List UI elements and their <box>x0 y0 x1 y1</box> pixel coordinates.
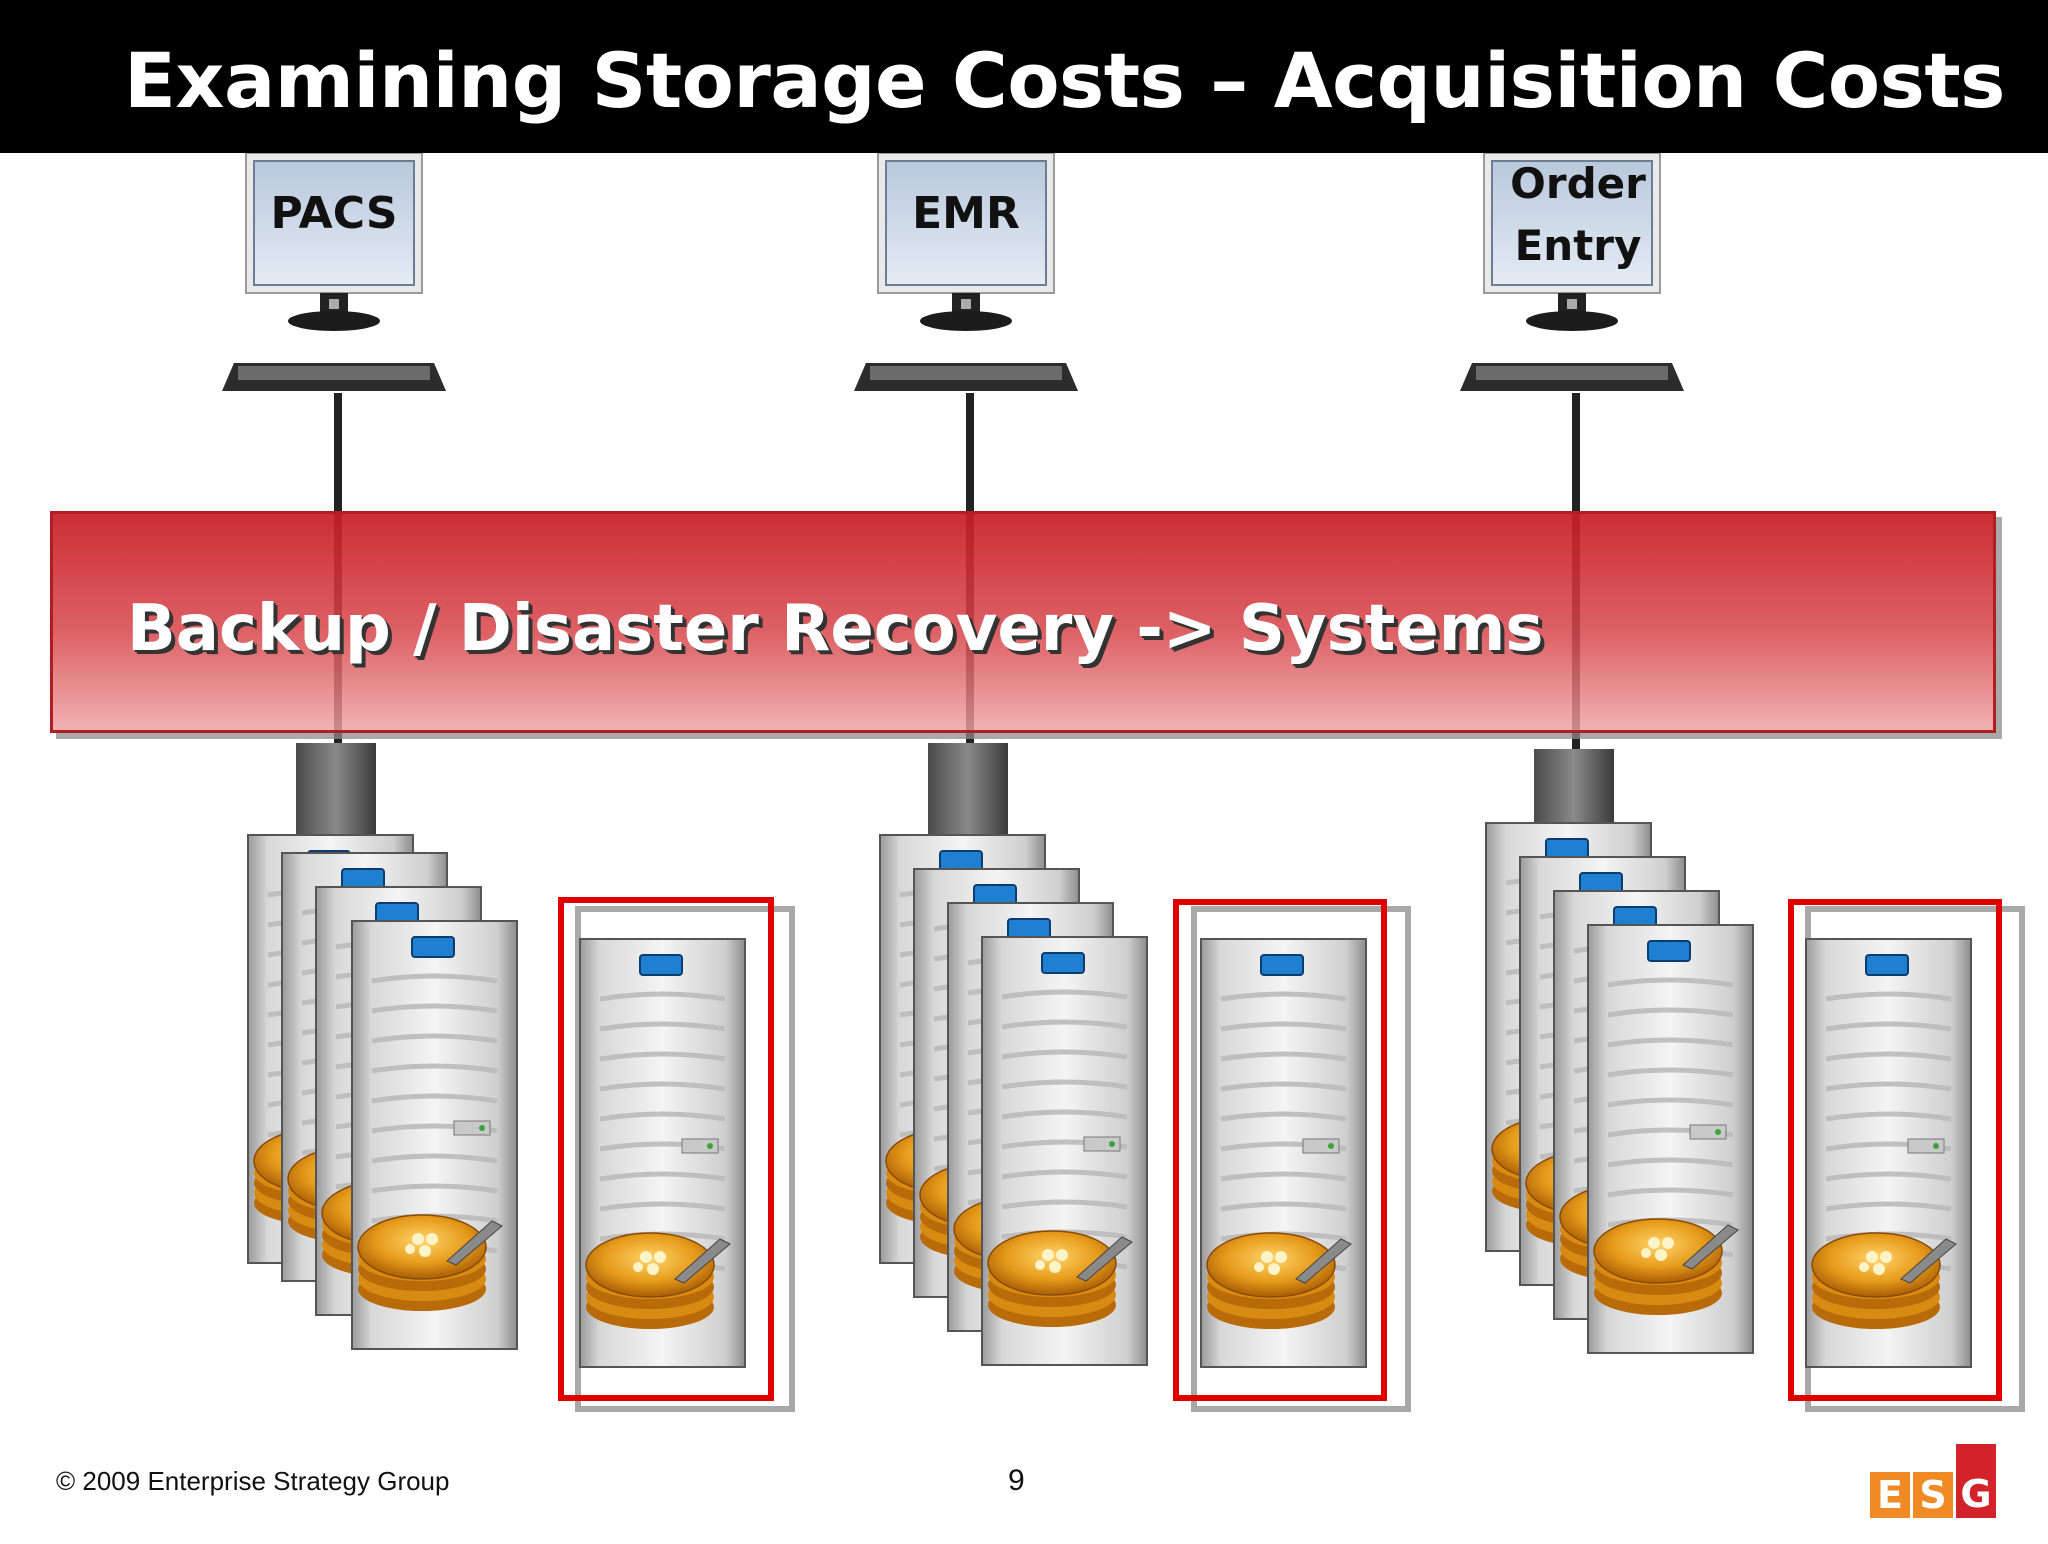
backup-storage-order-entry <box>1806 939 1971 1367</box>
primary-storage-4 <box>1588 925 1753 1353</box>
system-column-order-entry <box>1459 153 2025 1412</box>
diagram: PACS EMR Order Entry Backup / Disaster R… <box>0 153 2048 1453</box>
banner-text: Backup / Disaster Recovery -> Systems <box>127 592 1544 666</box>
backup-highlight-box <box>1173 899 1387 1401</box>
logo-letter-e: E <box>1870 1472 1910 1518</box>
system-column-emr <box>853 153 1411 1412</box>
backup-highlight-box <box>1788 899 2002 1401</box>
logo-letter-g: G <box>1956 1444 1996 1518</box>
title-bar: Examining Storage Costs – Acquisition Co… <box>0 0 2048 153</box>
diagram-graphics <box>221 153 2025 1412</box>
backup-storage-emr <box>1201 939 1366 1367</box>
backup-highlight-box <box>558 897 774 1401</box>
primary-storage-4 <box>982 937 1147 1365</box>
label-order-entry: Order Entry <box>1510 159 1646 270</box>
footer-copyright: © 2009 Enterprise Strategy Group <box>56 1466 450 1496</box>
backup-storage-pacs <box>580 939 745 1367</box>
slide-title: Examining Storage Costs – Acquisition Co… <box>124 36 2005 125</box>
logo-letter-s: S <box>1913 1472 1953 1518</box>
primary-storage-4 <box>352 921 517 1349</box>
system-column-pacs <box>221 153 795 1412</box>
label-pacs: PACS <box>270 188 398 239</box>
page-number: 9 <box>1008 1464 1025 1497</box>
esg-logo: E S G <box>1870 1444 2000 1520</box>
label-emr: EMR <box>912 188 1020 239</box>
backup-dr-banner: Backup / Disaster Recovery -> Systems <box>50 511 1996 733</box>
